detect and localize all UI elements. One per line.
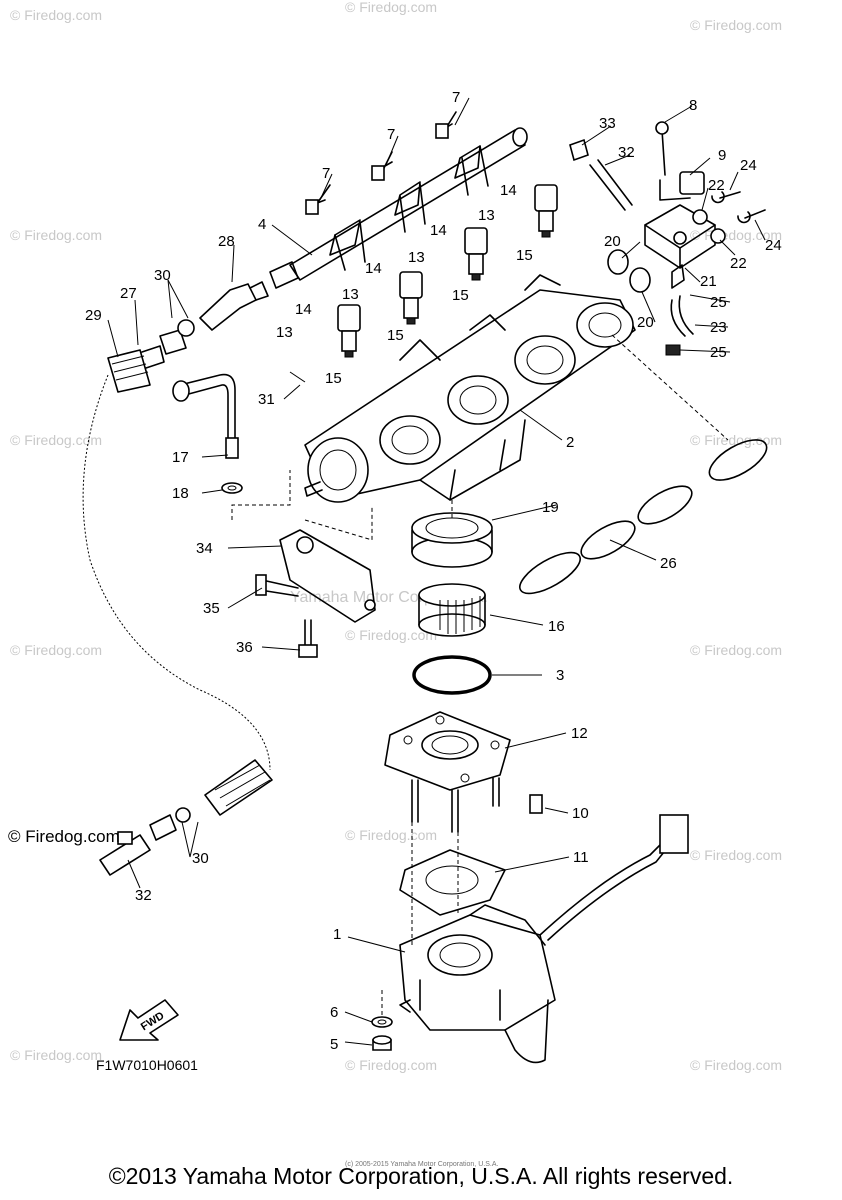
callout-7: 7 [387, 126, 395, 143]
fuel-hose-top [107, 281, 269, 393]
callout-14: 14 [430, 222, 447, 239]
adapter-plate [384, 711, 543, 833]
callout-13: 13 [342, 286, 359, 303]
callout-20: 20 [604, 233, 621, 250]
svg-text:FWD: FWD [139, 1010, 167, 1033]
watermark-text: © Firedog.com [10, 227, 102, 243]
callout-24: 24 [740, 157, 757, 174]
callout-32: 32 [618, 144, 635, 161]
callout-7: 7 [322, 165, 330, 182]
callout-13: 13 [408, 249, 425, 266]
callout-32: 32 [135, 887, 152, 904]
watermark-text: © Firedog.com [10, 642, 102, 658]
watermark-text: © Firedog.com [345, 627, 437, 643]
return-hose [82, 374, 271, 771]
intake-manifold [304, 274, 636, 503]
watermark-text: © Firedog.com [345, 827, 437, 843]
callout-14: 14 [365, 260, 382, 277]
watermark-text: © Firedog.com [690, 642, 782, 658]
watermark-text: © Firedog.com [690, 847, 782, 863]
callout-21: 21 [700, 273, 717, 290]
callout-12: 12 [571, 725, 588, 742]
leader-lines [107, 97, 766, 1046]
callout-5: 5 [330, 1036, 338, 1053]
callout-14: 14 [295, 301, 312, 318]
callout-31: 31 [258, 391, 275, 408]
callout-22: 22 [730, 255, 747, 272]
callout-28: 28 [218, 233, 235, 250]
watermarks: © Firedog.com © Firedog.com © Firedog.co… [10, 0, 782, 1073]
callout-9: 9 [718, 147, 726, 164]
callout-30: 30 [154, 267, 171, 284]
watermark-text: © Firedog.com [690, 1057, 782, 1073]
callout-3: 3 [556, 667, 564, 684]
watermark-text: © Firedog.com [10, 7, 102, 23]
callout-15: 15 [325, 370, 342, 387]
callout-17: 17 [172, 449, 189, 466]
callout-15: 15 [387, 327, 404, 344]
watermark-text: © Firedog.com [10, 1047, 102, 1063]
callout-25: 25 [710, 294, 727, 311]
callout-35: 35 [203, 600, 220, 617]
watermark-text: © Firedog.com [345, 0, 437, 15]
callout-29: 29 [85, 307, 102, 324]
temp-sensor [172, 373, 243, 494]
callout-30: 30 [192, 850, 209, 867]
callout-2: 2 [566, 434, 574, 451]
copyright-notice: ©2013 Yamaha Motor Corporation, U.S.A. A… [108, 1163, 734, 1189]
callout-24: 24 [765, 237, 782, 254]
pipe-and-cap [569, 138, 633, 211]
pressure-block [607, 121, 766, 356]
callout-27: 27 [120, 285, 137, 302]
callout-13: 13 [276, 324, 293, 341]
callout-10: 10 [572, 805, 589, 822]
fine-print: (c) 2005-2015 Yamaha Motor Corporation, … [345, 1161, 499, 1168]
callout-20: 20 [637, 314, 654, 331]
rail-bolts [305, 111, 457, 215]
callout-26: 26 [660, 555, 677, 572]
callout-23: 23 [710, 319, 727, 336]
callout-1: 1 [333, 926, 341, 943]
callout-13: 13 [478, 207, 495, 224]
callout-15: 15 [516, 247, 533, 264]
watermark-text: © Firedog.com [345, 1057, 437, 1073]
callout-33: 33 [599, 115, 616, 132]
watermark-text: © Firedog.com [690, 17, 782, 33]
bracket [255, 529, 376, 658]
callout-22: 22 [708, 177, 725, 194]
callout-15: 15 [452, 287, 469, 304]
callout-34: 34 [196, 540, 213, 557]
callout-6: 6 [330, 1004, 338, 1021]
callout-labels: 7 7 7 8 9 33 32 24 22 24 22 4 28 30 27 2… [85, 89, 782, 1053]
fwd-arrow-icon: FWD [119, 999, 179, 1041]
watermark-text: © Firedog.com [690, 432, 782, 448]
inline-watermark: © Firedog.com [8, 827, 120, 846]
callout-14: 14 [500, 182, 517, 199]
gasket-chain [519, 439, 768, 595]
throttle-gasket [399, 849, 506, 916]
drawing-code: F1W7010H0601 [96, 1057, 198, 1073]
throttle-body [399, 814, 689, 1064]
callout-16: 16 [548, 618, 565, 635]
o-ring [412, 655, 492, 695]
callout-25: 25 [710, 344, 727, 361]
callout-18: 18 [172, 485, 189, 502]
watermark-text: © Firedog.com [10, 432, 102, 448]
callout-8: 8 [689, 97, 697, 114]
callout-36: 36 [236, 639, 253, 656]
callout-11: 11 [573, 849, 589, 866]
fuel-hose-bottom [99, 759, 273, 876]
callout-19: 19 [542, 499, 559, 516]
fuel-rail [269, 127, 528, 289]
nut-and-washer [371, 1016, 393, 1051]
filter-element [418, 583, 486, 637]
silencer [411, 512, 493, 568]
callout-4: 4 [258, 216, 266, 233]
callout-7: 7 [452, 89, 460, 106]
injectors [337, 184, 558, 358]
